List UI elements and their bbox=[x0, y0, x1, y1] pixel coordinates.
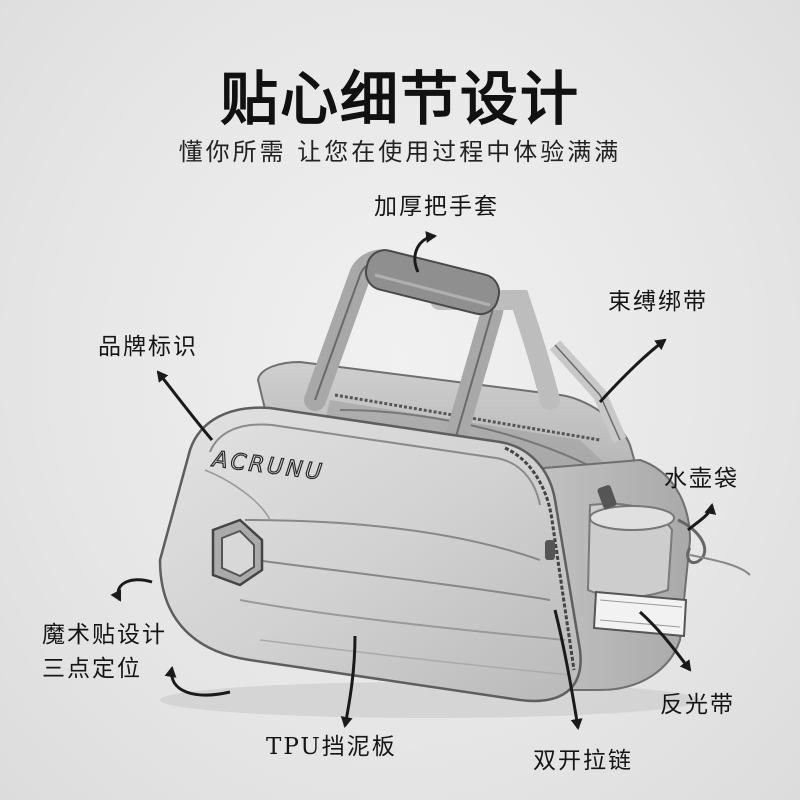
arrow-velcro-bottom bbox=[164, 666, 231, 697]
page-title: 贴心细节设计 bbox=[219, 65, 580, 133]
zipper-pull bbox=[597, 485, 617, 509]
arrow-fender bbox=[340, 635, 357, 728]
arrow-bottle bbox=[687, 503, 717, 532]
arrow-brand bbox=[156, 370, 214, 441]
arrow-zipper bbox=[553, 609, 583, 730]
page-subtitle: 懂你所需 让您在使用过程中体验满满 bbox=[178, 138, 622, 166]
bag-front-shell: ACRUNU bbox=[158, 406, 617, 703]
bag-handles bbox=[304, 249, 560, 451]
arrow-strap bbox=[598, 338, 667, 404]
callout-fender-label: TPU挡泥板 bbox=[266, 734, 397, 760]
callout-velcro-line1: 魔术贴设计 bbox=[42, 622, 167, 648]
callout-handle-label: 加厚把手套 bbox=[374, 194, 499, 220]
arrow-handle bbox=[413, 231, 437, 273]
arrow-velcro-top bbox=[110, 578, 153, 602]
callout-velcro-line2: 三点定位 bbox=[42, 656, 142, 682]
callout-reflective-label: 反光带 bbox=[660, 692, 735, 718]
callout-arrows bbox=[110, 231, 717, 730]
arrow-reflective bbox=[638, 610, 692, 672]
zipper-line bbox=[504, 446, 576, 671]
callout-brand-label: 品牌标识 bbox=[98, 334, 198, 360]
handle-sleeve bbox=[364, 249, 500, 316]
callout-bottle-label: 水壶袋 bbox=[664, 466, 739, 492]
callout-strap-label: 束缚绑带 bbox=[608, 289, 708, 315]
bag-strap bbox=[549, 340, 627, 443]
side-loop bbox=[677, 518, 707, 565]
callout-zipper-label: 双开拉链 bbox=[533, 748, 633, 774]
